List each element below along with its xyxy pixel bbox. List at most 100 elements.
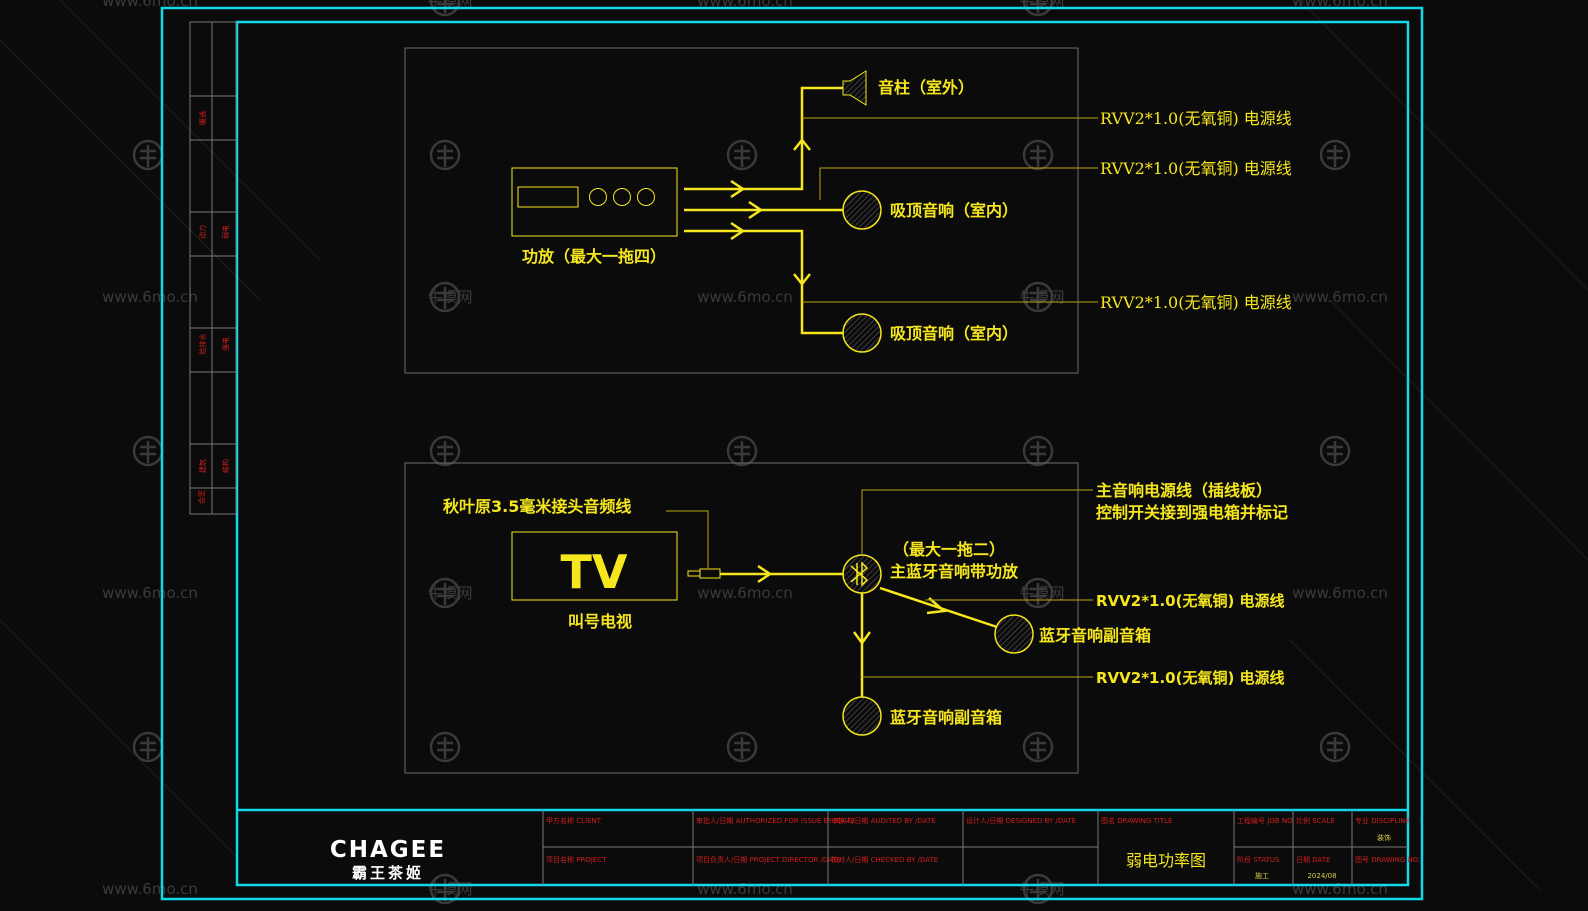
logo-cn: 霸王茶姬 — [352, 864, 424, 882]
watermark-diagonal-line — [1329, 299, 1588, 561]
bluetooth-cable-label-a: RVV2*1.0(无氧铜) 电源线 — [1096, 592, 1285, 610]
outer-frame — [160, 6, 1424, 901]
watermark-logo-icon — [1319, 731, 1351, 763]
watermark-brand-text: 牛模网 — [427, 288, 472, 306]
amp-system-box — [404, 47, 1079, 374]
drawing-no-label: 图号 DRAWING NO. — [1355, 856, 1420, 864]
strip-label-6: 强电 — [221, 337, 230, 351]
call-number-tv[interactable]: TV — [511, 531, 678, 601]
amp-cable-label-2: RVV2*1.0(无氧铜) 电源线 — [1100, 159, 1292, 178]
watermark-logo-icon — [429, 281, 461, 313]
watermark-logo-icon — [726, 139, 758, 171]
status-label: 阶段 STATUS — [1237, 855, 1280, 864]
watermark-logo-icon — [429, 577, 461, 609]
main-power-label-2: 控制开关接到强电箱并标记 — [1096, 503, 1288, 522]
watermark-logo-icon — [132, 435, 164, 467]
arrow-right-1 — [730, 179, 746, 199]
watermark-logo-icon — [1022, 0, 1054, 17]
date-label: 日期 DATE — [1296, 856, 1330, 864]
watermark-logo-icon — [726, 731, 758, 763]
watermark-diagonal-line — [0, 39, 261, 301]
scale-label: 比例 SCALE — [1296, 816, 1335, 825]
strip-label-0: 暖通 — [198, 111, 207, 125]
watermark-logo-icon — [1319, 139, 1351, 171]
sub-speaker-1-icon[interactable] — [994, 614, 1034, 654]
main-speaker-label-1: （最大一拖二） — [893, 540, 1005, 559]
watermark-site-text: www.6mo.cn — [102, 880, 198, 898]
amplifier-knob-1 — [589, 188, 607, 206]
watermark-logo-icon — [429, 0, 461, 17]
main-power-label-1: 主音响电源线（插线板） — [1096, 481, 1272, 500]
ceiling-speaker-2-icon[interactable] — [842, 313, 882, 353]
watermark-logo-icon — [132, 731, 164, 763]
strip-label-2: 动力 — [198, 225, 207, 239]
watermark-logo-icon — [1022, 731, 1054, 763]
sub-speaker-1-label: 蓝牙音响副音箱 — [1039, 626, 1151, 645]
checked-label: 校对人/日期 CHECKED BY /DATE — [831, 855, 938, 864]
amp-system-diagram: 功放（最大一拖四） 音柱（室外） 吸顶音响（室内） 吸顶音响（室内） — [404, 47, 1292, 374]
watermark-diagonal-line — [1299, 0, 1588, 291]
title-block: CHAGEE 霸王茶姬 甲方名称 CLIENT 项目名称 PROJECT 审批人… — [330, 810, 1420, 885]
strip-label-4: 建筑 — [198, 459, 207, 473]
arrow-down — [793, 273, 811, 287]
project-director-label: 项目负责人/日期 PROJECT DIRECTOR /DATE — [696, 855, 841, 864]
bluetooth-cable-label-b: RVV2*1.0(无氧铜) 电源线 — [1096, 669, 1285, 687]
watermark-site-text: www.6mo.cn — [1292, 880, 1388, 898]
bluetooth-system-diagram: TV 叫号电视 秋叶原3.5毫米接头音频线 （最大一拖二） — [404, 462, 1288, 774]
watermark-diagonal-line — [1289, 639, 1541, 891]
amplifier-knob-2 — [613, 188, 631, 206]
sub-speaker-2-icon[interactable] — [842, 696, 882, 736]
arrow-right-2 — [748, 200, 764, 220]
arrow-down-sub — [852, 631, 872, 646]
watermark-site-text: www.6mo.cn — [697, 584, 793, 602]
watermark-logo-icon — [1319, 435, 1351, 467]
watermark-logo-icon — [429, 139, 461, 171]
ceiling-speaker-1-icon[interactable] — [842, 190, 882, 230]
outdoor-speaker-label: 音柱（室外） — [878, 78, 974, 97]
logo-en: CHAGEE — [330, 837, 446, 863]
line-to-outdoor-speaker — [684, 86, 843, 191]
discipline-value: 装饰 — [1377, 833, 1391, 842]
main-power-leader — [861, 489, 1093, 555]
main-speaker-label-2: 主蓝牙音响带功放 — [890, 562, 1019, 581]
watermark-site-text: www.6mo.cn — [1292, 0, 1388, 10]
strip-label-3: 弱电 — [221, 225, 230, 239]
designed-label: 设计人/日期 DESIGNED BY /DATE — [966, 816, 1076, 825]
authorized-label: 审批人/日期 AUTHORIZED FOR ISSUE BY /DATE — [696, 816, 855, 825]
amplifier-device[interactable] — [511, 167, 678, 237]
amp-cable-label-1: RVV2*1.0(无氧铜) 电源线 — [1100, 109, 1292, 128]
left-signature-strip: 暖通 给排水 动力 弱电 建筑 结构 强电 会签 — [189, 21, 237, 515]
watermark-logo-icon — [1022, 435, 1054, 467]
inner-frame — [235, 20, 1410, 887]
ceiling-speaker-2-label: 吸顶音响（室内） — [890, 324, 1018, 343]
tv-caption: 叫号电视 — [568, 612, 632, 631]
arrow-right-3 — [730, 221, 746, 241]
watermark-site-text: www.6mo.cn — [697, 0, 793, 10]
watermark-logo-icon — [132, 139, 164, 171]
arrow-diag-sub — [926, 597, 947, 615]
main-bluetooth-speaker-icon[interactable] — [842, 554, 882, 594]
discipline-label: 专业 DISCIPLINE — [1355, 816, 1410, 825]
watermark-logo-icon — [429, 731, 461, 763]
amplifier-display — [517, 186, 579, 208]
arrow-up — [793, 137, 811, 151]
watermark-logo-icon — [1022, 281, 1054, 313]
outdoor-speaker-icon[interactable] — [842, 70, 867, 106]
line-to-ceiling-speaker-2 — [684, 229, 843, 335]
tv-text: TV — [561, 545, 628, 599]
bluetooth-signal-lines — [720, 564, 998, 697]
amp-cable-label-3: RVV2*1.0(无氧铜) 电源线 — [1100, 293, 1292, 312]
amp-leader-lines — [802, 117, 1098, 303]
watermark-site-text: www.6mo.cn — [697, 288, 793, 306]
watermark-site-text: www.6mo.cn — [102, 584, 198, 602]
watermark-site-text: www.6mo.cn — [1292, 584, 1388, 602]
amplifier-caption: 功放（最大一拖四） — [522, 247, 666, 266]
sub-speaker-2-label: 蓝牙音响副音箱 — [890, 708, 1002, 727]
status-value: 施工 — [1255, 871, 1269, 880]
watermark-diagonal-line — [0, 619, 241, 861]
amplifier-body — [511, 167, 678, 237]
project-label: 项目名称 PROJECT — [546, 855, 607, 864]
watermark-brand-text: 牛模网 — [427, 584, 472, 602]
strip-label-5: 结构 — [221, 459, 230, 473]
